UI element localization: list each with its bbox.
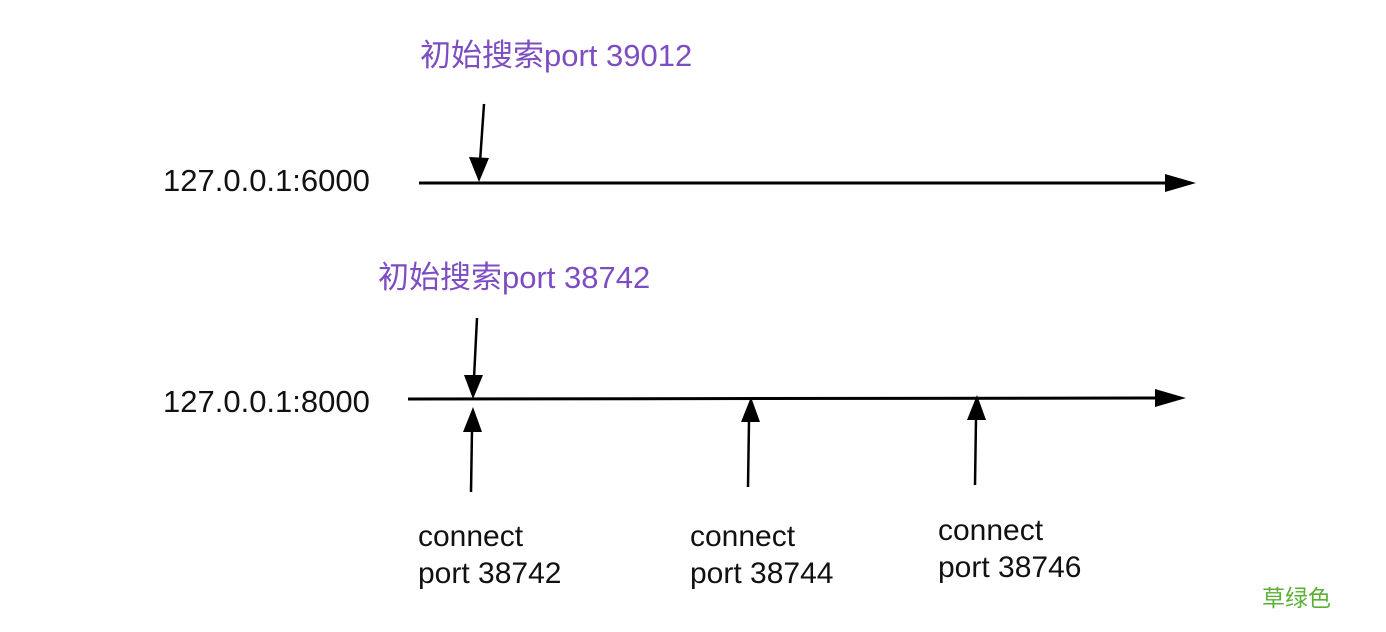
connect-label-38742-line1: connect bbox=[418, 520, 524, 553]
note-grass-green: 草绿色 bbox=[1262, 585, 1331, 611]
host-label-6000: 127.0.0.1:6000 bbox=[163, 163, 370, 198]
down-arrow-38742-shaft bbox=[472, 317, 479, 379]
down-arrow-39012-shaft bbox=[478, 103, 486, 163]
timeline-6000-arrowhead-icon bbox=[1165, 174, 1196, 192]
up-arrow-38746-shaft bbox=[973, 417, 978, 486]
host-label-8000: 127.0.0.1:8000 bbox=[163, 384, 370, 419]
connect-label-38746-line2: port 38746 bbox=[938, 551, 1082, 584]
annotation-initial-search-38742: 初始搜索port 38742 bbox=[378, 260, 651, 295]
connect-label-38744: connect port 38744 bbox=[690, 518, 833, 592]
timeline-8000-axis bbox=[407, 396, 1159, 401]
up-arrow-38742-head-icon bbox=[463, 407, 482, 432]
connect-label-38746-line1: connect bbox=[938, 514, 1044, 547]
timeline-8000-arrowhead-icon bbox=[1155, 389, 1186, 407]
up-arrow-38746-head-icon bbox=[967, 395, 986, 420]
connect-label-38744-line2: port 38744 bbox=[690, 557, 834, 590]
up-arrow-38744-shaft bbox=[746, 419, 751, 488]
down-arrow-38742-head-icon bbox=[464, 375, 483, 399]
annotation-initial-search-39012: 初始搜索port 39012 bbox=[420, 38, 693, 73]
up-arrow-38744-head-icon bbox=[741, 397, 760, 422]
connect-label-38742: connect port 38742 bbox=[418, 518, 561, 592]
up-arrow-38742-shaft bbox=[469, 429, 474, 493]
connect-label-38744-line1: connect bbox=[690, 520, 796, 553]
connect-label-38742-line2: port 38742 bbox=[418, 557, 562, 590]
connect-label-38746: connect port 38746 bbox=[938, 512, 1081, 586]
down-arrow-39012-head-icon bbox=[469, 157, 489, 182]
